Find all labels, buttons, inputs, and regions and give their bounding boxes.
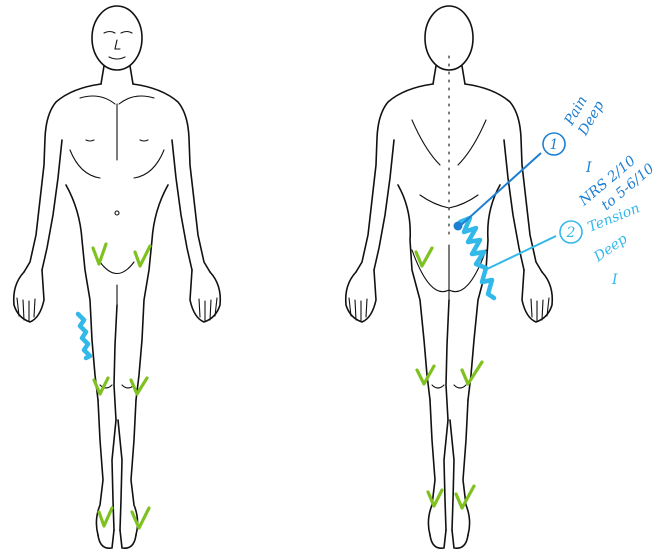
- check-back-left-buttock: [416, 248, 432, 266]
- annotation-2-line-3: I: [611, 272, 618, 288]
- check-back-left-knee: [417, 366, 434, 384]
- check-front-left-groin: [93, 244, 106, 264]
- annotation-2-line-2: Deep: [590, 231, 630, 266]
- annotation-1-number: 1: [550, 137, 559, 153]
- back-body-figure: [346, 6, 553, 548]
- leader-line-2: [485, 236, 556, 270]
- back-right-foot: [452, 530, 468, 548]
- front-face: [104, 32, 132, 60]
- check-front-right-foot: [132, 508, 149, 528]
- scribbles: [78, 218, 494, 358]
- scribble-back-lumbar-buttock: [460, 218, 494, 298]
- check-front-right-groin: [135, 246, 150, 266]
- back-left-foot: [430, 530, 446, 548]
- leader-line-1: [460, 153, 541, 226]
- front-right-foot: [120, 530, 136, 548]
- check-back-left-ankle: [428, 490, 442, 506]
- scribble-front-right-thigh: [78, 314, 90, 358]
- front-head: [92, 6, 142, 70]
- annotation-2-number: 2: [566, 225, 576, 241]
- annotation-2: 2 Tension Deep I: [560, 200, 642, 288]
- back-head: [425, 6, 473, 70]
- annotation-1-line-3: I: [585, 160, 592, 176]
- annotation-1: 1 Pain Deep I NRS 2/10 to 5-6/10: [543, 90, 658, 224]
- front-body-figure: [14, 6, 221, 548]
- check-marks: [93, 244, 482, 528]
- check-front-left-foot: [99, 508, 112, 526]
- front-left-foot: [98, 530, 114, 548]
